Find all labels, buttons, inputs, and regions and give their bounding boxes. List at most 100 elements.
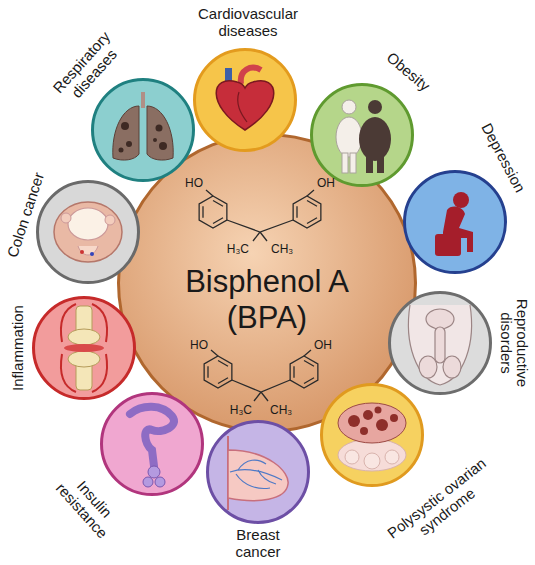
molecule-structure-part [290,356,318,388]
body-figures-icon-part [377,155,384,173]
molecule-structure-part-part [290,356,318,388]
colon-tissue-icon-part [80,250,84,254]
lungs-icon-part [119,122,168,153]
condition-circle: Polysystic ovarian syndrome [320,383,424,487]
circle-shape [390,293,491,394]
circle-shape [405,172,506,273]
colon-tissue-icon-part [61,213,71,223]
lungs-icon-part [113,106,139,160]
chem-label: CH₃ [271,243,293,256]
reproductive-organ-icon-part [435,327,445,363]
sitting-person-icon-part [453,192,469,208]
body-figures-icon-part [359,117,391,161]
lungs-icon-part-part [121,122,129,130]
ovary-icon-part [364,453,380,469]
lungs-icon-part-part [119,148,124,153]
lungs-icon [113,92,173,160]
colon-tissue-icon-part [78,246,98,255]
molecule-structure-part-part [293,196,321,228]
circle-outline [403,170,507,274]
molecule-structure-part-part [208,361,228,384]
pancreas-icon-part [155,477,165,487]
circle-shape [38,182,139,283]
condition-circle: Breast cancer [206,420,310,524]
pancreas-icon-part [148,466,160,478]
joint-icon-part [76,306,92,338]
joint-icon-part [68,329,100,345]
joint-icon [61,304,107,392]
body-figures-icon-part [368,100,382,114]
condition-label: Reproductive disorders [498,288,530,398]
chem-label: OH [314,339,332,352]
reproductive-organ-icon-part [419,356,437,378]
molecule-structure-part-part [297,201,317,224]
circle-outline [310,83,414,187]
pancreas-icon [130,407,174,487]
ovary-icon-part [338,403,406,443]
colon-tissue-icon [54,202,122,262]
heart-icon-part [238,92,247,122]
ovary-icon-part-part [348,415,360,427]
molecule-structure [199,190,321,241]
body-figures-icon-part [336,117,362,157]
joint-icon-part [76,358,92,390]
ovary-icon-part-part [376,419,388,431]
heart-icon-part [216,81,274,130]
pancreas-icon-part [130,407,174,466]
body-figures-icon-part [366,155,373,173]
joint-icon-part [61,304,107,392]
molecule-structure-part-part [294,361,314,384]
ovary-icon-part-part [375,407,382,414]
ovary-icon-part [385,450,399,464]
circle-outline [320,383,424,487]
condition-circle: Depression [403,170,507,274]
condition-circle: Respiratory diseases [91,78,195,182]
breast-icon-part-part [258,470,276,484]
molecule-structure-part-part [199,196,227,228]
breast-icon-part-part [238,460,266,470]
condition-circle: Insulin resistance [100,392,204,496]
body-figures-icon-part [342,100,356,114]
breast-icon-part-part [236,474,270,488]
circle-outline [32,296,136,400]
molecule-structure-part-part [204,356,232,388]
heart-icon-part [241,68,261,84]
circle-shape [322,385,423,486]
lungs-icon-part-part [153,138,157,142]
lungs-icon-part-part [159,142,167,150]
ovary-icon-part-part [363,410,373,420]
colon-tissue-icon-part [90,252,94,256]
condition-circle: Cardiovascular diseases [193,48,297,152]
circle-shape [34,298,135,399]
heart-icon [216,68,274,130]
breast-icon [228,436,288,510]
circle-shape [93,80,194,181]
body-figures-icon [336,100,391,173]
colon-tissue-icon-part [105,215,115,225]
ovary-icon-part [338,439,406,471]
lungs-icon-part-part [156,125,163,132]
circle-outline [91,78,195,182]
ovary-icon-part [348,407,398,436]
condition-label: Breast cancer [223,527,293,560]
lungs-icon-part-part [126,141,132,147]
condition-circle: Colon cancer [36,180,140,284]
body-figures-icon-part [350,153,356,173]
reproductive-organ-icon-part [408,305,471,385]
circle-outline [206,420,310,524]
ovary-icon-part-part [390,414,398,422]
reproductive-organ-icon [408,305,471,385]
condition-label: Cardiovascular diseases [183,6,313,39]
sitting-person-icon [435,192,473,256]
ovary-icon-part [345,450,359,464]
condition-circle: Inflammation [32,296,136,400]
chem-label: H₃C [230,404,252,417]
pancreas-icon-part [143,477,153,487]
circle-outline [36,180,140,284]
breast-icon-part [230,460,282,488]
sitting-person-icon-part [435,234,461,256]
molecule-structure [204,350,318,401]
circle-shape [208,422,309,523]
